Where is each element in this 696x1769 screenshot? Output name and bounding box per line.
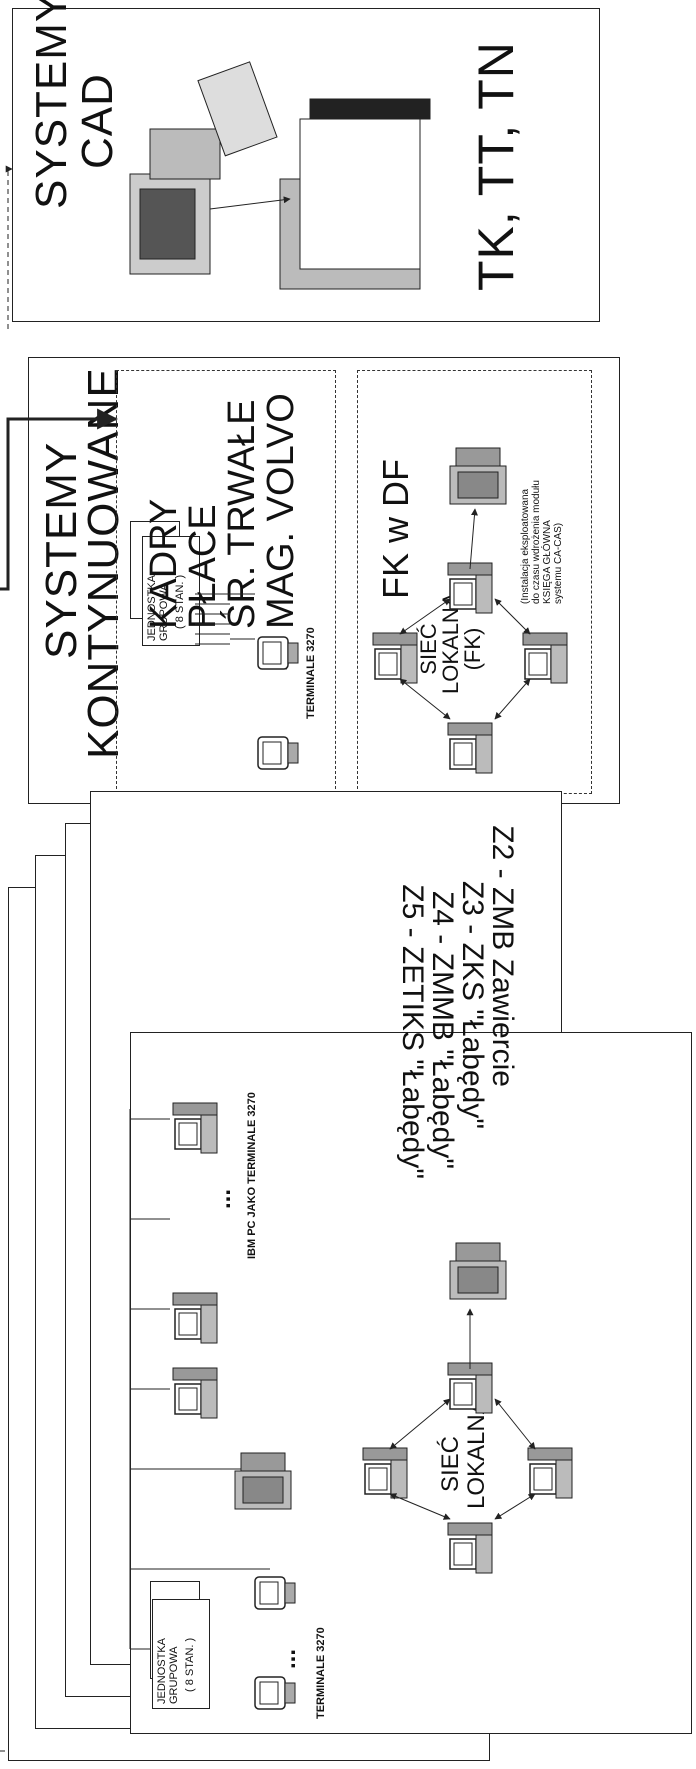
fk-pc-icon — [448, 723, 492, 773]
terminal-icon — [258, 737, 298, 769]
kont-bus — [195, 594, 255, 644]
plant-terminal-icon — [255, 1577, 295, 1609]
plant-pc-icon — [173, 1368, 217, 1418]
fk-pc-icon — [523, 633, 567, 683]
plant-pc-icon — [173, 1293, 217, 1343]
plant-pc-icon — [173, 1103, 217, 1153]
fk-pc-icon — [448, 563, 492, 613]
plant-net-pc-icon — [448, 1363, 492, 1413]
dashed-link-cad — [8, 169, 12, 329]
plant-printer-icon — [235, 1453, 291, 1509]
solid-link-kontynuowane — [0, 419, 116, 589]
fk-pc-icon — [373, 633, 417, 683]
plant-terminal-icon — [255, 1677, 295, 1709]
terminal-icon — [258, 637, 298, 669]
plant-net-printer-icon — [450, 1243, 506, 1299]
plant-net-pc-icon — [528, 1448, 572, 1498]
plant-net-pc-icon — [363, 1448, 407, 1498]
fk-printer-icon — [450, 448, 506, 504]
plant-net-pc-icon — [448, 1523, 492, 1573]
cad-workstation-icon — [130, 62, 430, 289]
